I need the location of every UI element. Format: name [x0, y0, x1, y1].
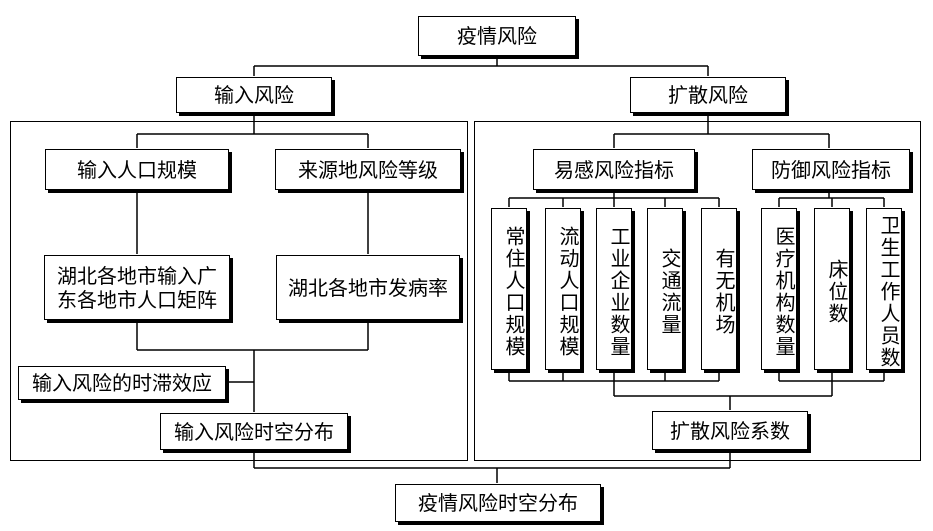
source-risk-level-box: 来源地风险等级 [275, 149, 461, 190]
industrial-enterprises-box: 工业企业数量 [596, 208, 632, 370]
susceptibility-indicators-box: 易感风险指标 [533, 149, 695, 190]
medical-institutions-box: 医疗机构数量 [761, 208, 797, 370]
import-risk-box: 输入风险 [176, 77, 332, 113]
population-scale-box: 输入人口规模 [45, 149, 229, 190]
population-matrix-box: 湖北各地市输入广东各地市人口矩阵 [44, 255, 230, 320]
time-lag-effect-box: 输入风险的时滞效应 [18, 366, 226, 400]
traffic-flow-box: 交通流量 [647, 208, 683, 370]
epidemic-spatiotemporal-box: 疫情风险时空分布 [395, 484, 601, 522]
import-risk-panel [10, 121, 468, 461]
root-epidemic-risk: 疫情风险 [418, 16, 576, 56]
floating-population-box: 流动人口规模 [545, 208, 581, 370]
spread-risk-coefficient-box: 扩散风险系数 [652, 411, 808, 450]
defense-indicators-box: 防御风险指标 [752, 149, 910, 190]
hospital-beds-box: 床位数 [814, 208, 850, 370]
spread-risk-box: 扩散风险 [630, 77, 786, 113]
airport-presence-box: 有无机场 [701, 208, 737, 370]
spread-risk-panel [474, 121, 921, 461]
resident-population-box: 常住人口规模 [491, 208, 527, 370]
incidence-rate-box: 湖北各地市发病率 [276, 255, 460, 320]
health-workers-box: 卫生工作人员数 [866, 208, 902, 370]
import-spatiotemporal-box: 输入风险时空分布 [160, 413, 348, 450]
